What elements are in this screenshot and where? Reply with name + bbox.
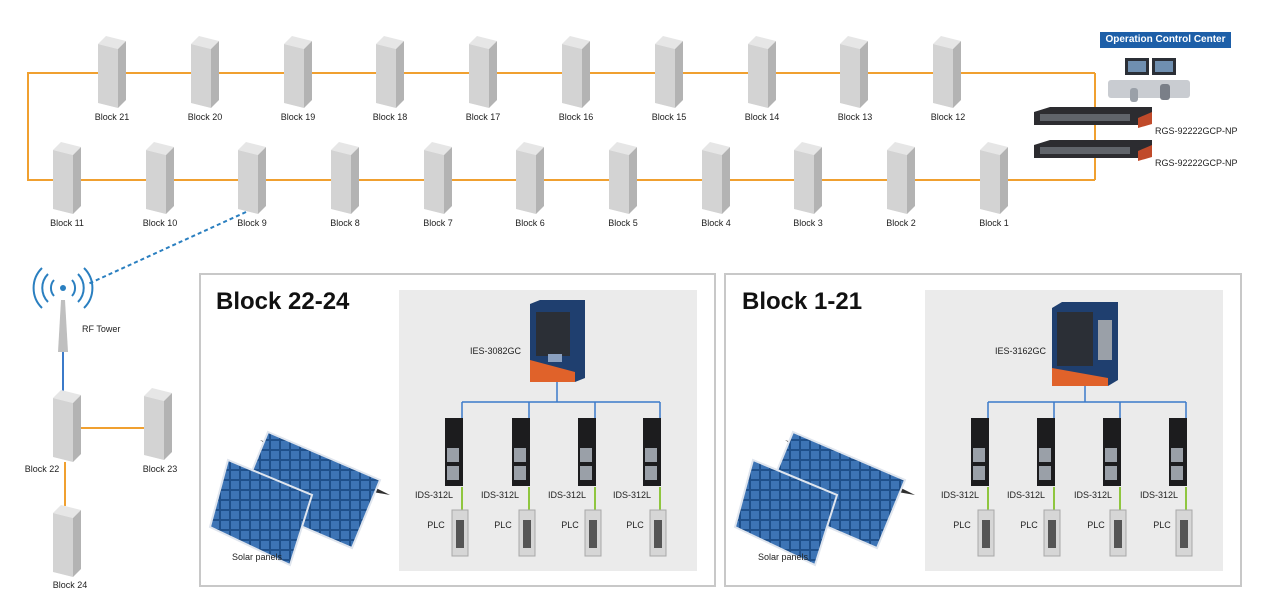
fiber-drops-left [461, 487, 661, 510]
ethernet-tree-right [987, 386, 1187, 420]
solar-label: Solar panels [758, 552, 809, 562]
block-label: Block 23 [142, 464, 178, 474]
control-center-badge: Operation Control Center [1100, 32, 1231, 48]
rf-tower-label: RF Tower [82, 324, 121, 334]
block-label: Block 20 [187, 112, 223, 122]
plc-label: PLC [626, 520, 644, 530]
plc-label: PLC [953, 520, 971, 530]
block-label: Block 15 [651, 112, 687, 122]
panel-title: Block 22-24 [216, 288, 350, 315]
rf-tower-icon [32, 267, 94, 352]
core-switch-label: RGS-92222GCP-NP [1155, 126, 1238, 136]
block-label: Block 17 [465, 112, 501, 122]
block-label: Block 12 [930, 112, 966, 122]
ids-devices-left [445, 418, 661, 486]
solar-panels-left [208, 430, 390, 567]
solar-label: Solar panels [232, 552, 283, 562]
device-label: IDS-312L [1073, 490, 1113, 500]
block-label: Block 4 [701, 218, 731, 228]
solar-panels-right [733, 430, 915, 567]
wireless-link [87, 211, 247, 285]
block-label: Block 13 [837, 112, 873, 122]
block-label: Block 19 [280, 112, 316, 122]
managed-switch-left [530, 300, 585, 382]
fiber-ring [27, 72, 1096, 181]
block-label: Block 10 [142, 218, 178, 228]
plc-label: PLC [494, 520, 512, 530]
block-label: Block 21 [94, 112, 130, 122]
plc-units-left [451, 509, 667, 557]
block-label: Block 16 [558, 112, 594, 122]
switch-label: IES-3082GC [470, 346, 522, 356]
block-label: Block 22 [24, 464, 60, 474]
device-label: IDS-312L [547, 490, 587, 500]
block-label: Block 9 [237, 218, 267, 228]
core-switch-label: RGS-92222GCP-NP [1155, 158, 1238, 168]
plc-label: PLC [561, 520, 579, 530]
core-switch-1 [1034, 107, 1152, 128]
ring-bottom-towers [53, 142, 1008, 214]
block-label: Block 6 [515, 218, 545, 228]
plc-label: PLC [1087, 520, 1105, 530]
plc-label: PLC [427, 520, 445, 530]
core-switch-2 [1034, 140, 1152, 161]
device-label: IDS-312L [414, 490, 454, 500]
block-label: Block 7 [423, 218, 453, 228]
fiber-drops-right [987, 487, 1187, 510]
control-center-illustration [1108, 58, 1190, 102]
ids-devices-right [971, 418, 1187, 486]
ethernet-tree-left [461, 382, 661, 420]
block-label: Block 5 [608, 218, 638, 228]
device-label: IDS-312L [940, 490, 980, 500]
block-label: Block 2 [886, 218, 916, 228]
block-label: Block 3 [793, 218, 823, 228]
block-label: Block 8 [330, 218, 360, 228]
managed-switch-right [1052, 302, 1118, 386]
device-label: IDS-312L [1139, 490, 1179, 500]
remote-towers [53, 388, 172, 577]
switch-label: IES-3162GC [995, 346, 1047, 356]
plc-label: PLC [1153, 520, 1171, 530]
block-label: Block 11 [50, 218, 84, 228]
plc-units-right [977, 509, 1193, 557]
device-label: IDS-312L [1006, 490, 1046, 500]
block-label: Block 1 [979, 218, 1009, 228]
device-label: IDS-312L [480, 490, 520, 500]
block-label: Block 18 [372, 112, 408, 122]
block-label: Block 24 [52, 580, 88, 590]
device-label: IDS-312L [612, 490, 652, 500]
plc-label: PLC [1020, 520, 1038, 530]
panel-title: Block 1-21 [742, 288, 863, 315]
block-label: Block 14 [744, 112, 780, 122]
